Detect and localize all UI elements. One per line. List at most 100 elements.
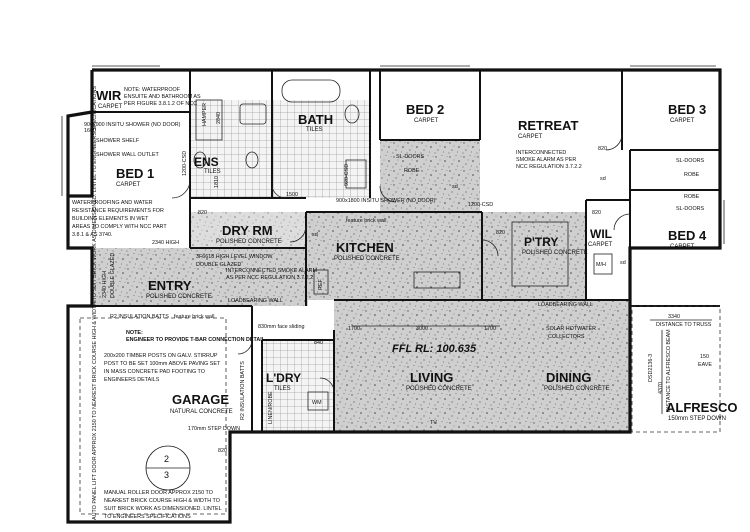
svg-text:MANUAL ROLLER DOOR APPROX 2150: MANUAL ROLLER DOOR APPROX 2150 TO — [104, 490, 213, 496]
svg-text:AS PER NCC REGULATION 3.7.2.2: AS PER NCC REGULATION 3.7.2.2 — [226, 275, 313, 281]
ffl-level: FFL RL: 100.635 — [392, 343, 477, 355]
svg-text:3.8.1 & AS 3740.: 3.8.1 & AS 3740. — [72, 232, 112, 238]
room-ens-finish: TILES — [204, 169, 221, 175]
room-bed2-finish: CARPET — [414, 118, 439, 124]
bed1-bay-wall — [66, 110, 93, 196]
svg-text:NEAREST BRICK COURSE HIGH & WI: NEAREST BRICK COURSE HIGH & WIDTH TO — [104, 498, 220, 504]
room-bed4: BED 4 — [668, 228, 707, 243]
room-pantry: P'TRY — [524, 235, 558, 249]
svg-text:INTERCONNECTED: INTERCONNECTED — [516, 150, 566, 156]
dim-920: 920-CSD — [344, 164, 350, 186]
room-dining-finish: POLISHED CONCRETE — [544, 386, 610, 392]
note-ref: REF — [318, 279, 324, 290]
note-linen: LINEN/ROBE — [268, 391, 274, 424]
note-sl-doors-3: SL-DOORS — [676, 206, 705, 212]
dim-4370: 4370 — [658, 382, 664, 394]
laundry-floor — [262, 340, 334, 432]
svg-text:AREAS TO COMPLY WITH NCC PART: AREAS TO COMPLY WITH NCC PART — [72, 224, 167, 230]
note-feature-1: feature brick wall — [346, 218, 386, 224]
dim-150: 150 — [700, 354, 709, 360]
fixtures — [145, 79, 613, 491]
note-dsd: DSD2136-3 — [648, 354, 654, 382]
svg-text:NOTE:: NOTE: — [126, 330, 143, 336]
room-bed1-finish: CARPET — [116, 182, 141, 188]
mark-sd-2: sd — [600, 176, 606, 182]
note-alfresco-beam: DISTANCE TO ALFRESCO BEAM — [666, 329, 672, 412]
note-mh: M/H — [596, 262, 606, 268]
room-dryrm-finish: POLISHED CONCRETE — [216, 239, 282, 245]
svg-text:BUILDING ELEMENTS IN WET: BUILDING ELEMENTS IN WET — [72, 216, 149, 222]
room-alfresco-finish: 150mm STEP DOWN — [668, 416, 726, 422]
dim-820-b: 820 — [592, 210, 601, 216]
dim-3340: 3340 — [668, 314, 680, 320]
entry-floor — [92, 248, 308, 306]
room-alfresco: ALFRESCO — [666, 400, 738, 415]
note-truss: DISTANCE TO TRUSS — [656, 322, 712, 328]
room-living: LIVING — [410, 370, 453, 385]
note-engineer: NOTE: ENGINEER TO PROVIDE T-BAR CONNECTI… — [104, 330, 266, 383]
dimension-lines — [352, 319, 712, 414]
svg-text:NOTE: WATERPROOF: NOTE: WATERPROOF — [124, 87, 181, 93]
note-robe-1: ROBE — [404, 168, 420, 174]
dim-eave: EAVE — [698, 362, 712, 368]
note-roller-door: MANUAL ROLLER DOOR APPROX 2150 TO NEARES… — [104, 490, 222, 520]
dryroom-floor — [190, 212, 306, 248]
room-entry-finish: POLISHED CONCRETE — [146, 294, 212, 300]
room-dining: DINING — [546, 370, 592, 385]
svg-text:ENGINEERS DETAILS: ENGINEERS DETAILS — [104, 377, 160, 383]
svg-text:TO ENGINEERS SPECIFICATIONS: TO ENGINEERS SPECIFICATIONS — [104, 514, 191, 520]
room-dryrm: DRY RM — [222, 223, 273, 238]
pantry-floor — [482, 212, 586, 300]
note-loadbearing-1: LOADBEARING WALL — [538, 302, 593, 308]
note-loadbearing-2: LOADBEARING WALL — [228, 298, 283, 304]
room-garage: GARAGE — [172, 392, 229, 407]
dim-2340: 2340 HIGH — [152, 240, 179, 246]
svg-text:POST TO BE SET 100mm ABOVE PAV: POST TO BE SET 100mm ABOVE PAVING SET — [104, 361, 221, 367]
dim-820-a: 820 — [198, 210, 207, 216]
note-smoke-alarm-1: INTERCONNECTED SMOKE ALARM AS PER NCC RE… — [516, 150, 582, 170]
dim-1600: 1600 — [84, 128, 96, 134]
dim-1200-a: 1200-CSD — [182, 151, 188, 176]
note-r2-2: R2 INSULATION BATTS — [240, 361, 246, 420]
dim-1700-a: 1700 — [348, 326, 360, 332]
bath-floor — [272, 100, 370, 198]
svg-text:DOUBLE GLAZED: DOUBLE GLAZED — [196, 262, 241, 268]
dim-840: 840 — [314, 340, 323, 346]
room-pantry-finish: POLISHED CONCRETE — [522, 250, 588, 256]
dim-1200-b: 1200-CSD — [468, 202, 493, 208]
mark-2: 2 — [164, 454, 169, 464]
hall-floor — [380, 140, 480, 212]
outer-wall — [66, 68, 722, 524]
svg-text:200x200 TIMBER POSTS ON GALV.: 200x200 TIMBER POSTS ON GALV. STIRRUP — [104, 353, 218, 359]
note-robe-3: ROBE — [684, 194, 700, 200]
svg-text:ENSUITE AND BATHROOM AS: ENSUITE AND BATHROOM AS — [124, 94, 201, 100]
room-bed1: BED 1 — [116, 166, 154, 181]
note-window-small-glazed: DOUBLE GLAZED — [110, 253, 116, 298]
svg-text:900x900 INSITU SHOWER (NO DOOR: 900x900 INSITU SHOWER (NO DOOR) — [84, 122, 181, 128]
note-wet-areas: WATERPROOFING AND WATER RESISTANCE REQUI… — [72, 200, 167, 238]
note-face-sliding: 830mm face sliding — [258, 324, 304, 330]
room-bath-finish: TILES — [306, 127, 323, 133]
svg-text:SOLAR HOTWATER: SOLAR HOTWATER — [546, 326, 596, 332]
svg-text:WATERPROOFING AND WATER: WATERPROOFING AND WATER — [72, 200, 153, 206]
room-wil: WIL — [590, 227, 612, 241]
room-ens: ENS — [194, 155, 219, 169]
dim-820-c: 820 — [598, 146, 607, 152]
svg-text:IN MASS CONCRETE PAD FOOTING T: IN MASS CONCRETE PAD FOOTING TO — [104, 369, 205, 375]
alfresco-outline — [631, 305, 721, 433]
internal-walls — [92, 70, 720, 432]
note-feature-2: feature brick wall — [174, 314, 214, 320]
svg-text:3F6618 HIGH LEVEL WINDOW: 3F6618 HIGH LEVEL WINDOW — [196, 254, 273, 260]
note-solar: SOLAR HOTWATER COLLECTORS — [546, 326, 596, 340]
svg-text:SHOWER SHELF: SHOWER SHELF — [96, 138, 140, 144]
room-kitchen: KITCHEN — [336, 240, 394, 255]
room-kitchen-finish: POLISHED CONCRETE — [334, 256, 400, 262]
dim-1810: 1810 — [214, 176, 220, 188]
svg-text:NCC REGULATION 3.7.2.2: NCC REGULATION 3.7.2.2 — [516, 164, 582, 170]
svg-text:SHOWER WALL OUTLET: SHOWER WALL OUTLET — [96, 152, 160, 158]
room-bed3-finish: CARPET — [670, 118, 695, 124]
room-garage-finish: NATURAL CONCRETE — [170, 409, 233, 415]
dim-2840: 2840 — [216, 112, 222, 124]
note-sl-doors-2: SL-DOORS — [676, 158, 705, 164]
svg-text:RESISTANCE REQUIREMENTS FOR: RESISTANCE REQUIREMENTS FOR — [72, 208, 164, 214]
